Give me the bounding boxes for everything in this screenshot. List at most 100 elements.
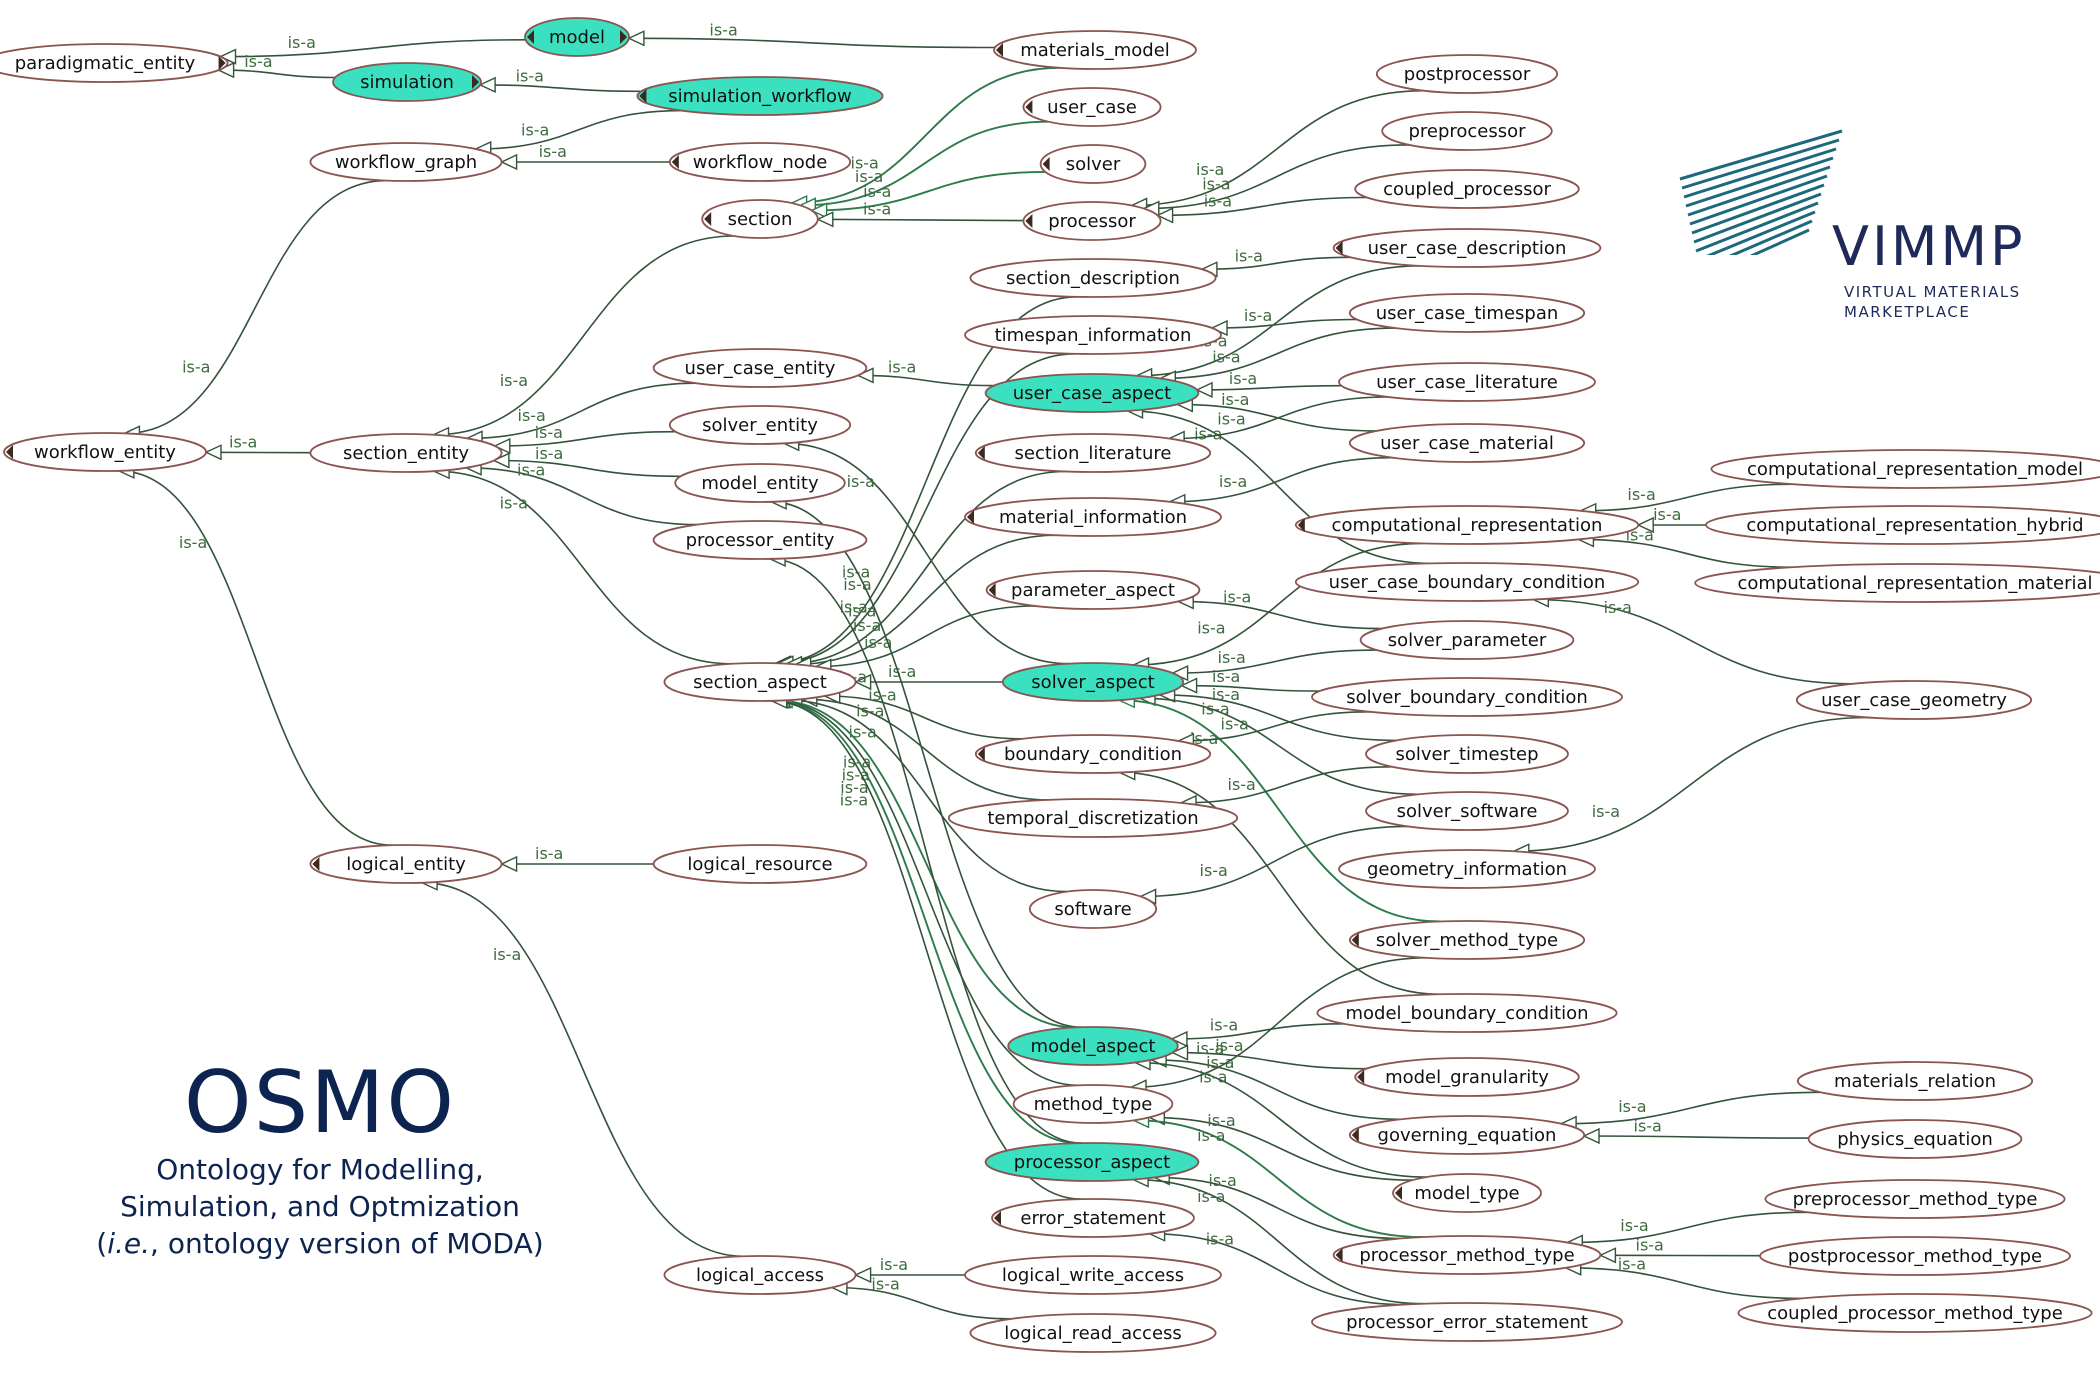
node-ellipse[interactable] bbox=[524, 17, 630, 57]
expand-left-icon[interactable] bbox=[1351, 933, 1359, 947]
node-geometry-information[interactable]: geometry_information bbox=[1338, 849, 1596, 889]
node-ellipse[interactable] bbox=[969, 258, 1217, 298]
node-simulation[interactable]: simulation bbox=[332, 62, 482, 102]
expand-left-icon[interactable] bbox=[527, 30, 534, 44]
node-ellipse[interactable] bbox=[1375, 54, 1559, 94]
node-computational-representation-material[interactable]: computational_representation_material bbox=[1694, 563, 2100, 603]
node-logical-entity[interactable]: logical_entity bbox=[309, 844, 503, 884]
node-ellipse[interactable] bbox=[1759, 1236, 2071, 1276]
node-preprocessor-method-type[interactable]: preprocessor_method_type bbox=[1764, 1179, 2066, 1219]
node-ellipse[interactable] bbox=[1294, 505, 1640, 545]
node-ellipse[interactable] bbox=[1354, 1057, 1580, 1097]
node-solver-entity[interactable]: solver_entity bbox=[668, 405, 852, 445]
node-user-case-description[interactable]: user_case_description bbox=[1332, 228, 1602, 268]
node-ellipse[interactable] bbox=[1764, 1179, 2066, 1219]
node-ellipse[interactable] bbox=[974, 734, 1212, 774]
node-model-boundary-condition[interactable]: model_boundary_condition bbox=[1316, 993, 1618, 1033]
node-model-entity[interactable]: model_entity bbox=[674, 463, 846, 503]
node-ellipse[interactable] bbox=[309, 142, 503, 182]
node-paradigmatic-entity[interactable]: paradigmatic_entity bbox=[0, 43, 229, 83]
node-solver[interactable]: solver bbox=[1039, 144, 1147, 184]
node-ellipse[interactable] bbox=[1359, 620, 1575, 660]
node-ellipse[interactable] bbox=[1338, 849, 1596, 889]
node-ellipse[interactable] bbox=[1007, 1026, 1179, 1066]
node-ellipse[interactable] bbox=[1012, 1084, 1174, 1124]
node-ellipse[interactable] bbox=[668, 405, 852, 445]
node-ellipse[interactable] bbox=[663, 662, 857, 702]
node-ellipse[interactable] bbox=[947, 798, 1239, 838]
node-ellipse[interactable] bbox=[985, 570, 1201, 610]
expand-left-icon[interactable] bbox=[1335, 1248, 1343, 1262]
node-processor-aspect[interactable]: processor_aspect bbox=[984, 1142, 1200, 1182]
node-coupled-processor[interactable]: coupled_processor bbox=[1354, 169, 1580, 209]
expand-left-icon[interactable] bbox=[639, 89, 647, 103]
node-ellipse[interactable] bbox=[1381, 111, 1553, 151]
node-ellipse[interactable] bbox=[1338, 362, 1596, 402]
node-ellipse[interactable] bbox=[332, 62, 482, 102]
node-ellipse[interactable] bbox=[674, 463, 846, 503]
node-ellipse[interactable] bbox=[1348, 423, 1586, 463]
node-ellipse[interactable] bbox=[1039, 144, 1147, 184]
node-postprocessor-method-type[interactable]: postprocessor_method_type bbox=[1759, 1236, 2071, 1276]
node-solver-method-type[interactable]: solver_method_type bbox=[1348, 920, 1586, 960]
node-logical-read-access[interactable]: logical_read_access bbox=[969, 1313, 1217, 1353]
node-ellipse[interactable] bbox=[1710, 449, 2100, 489]
node-model-aspect[interactable]: model_aspect bbox=[1007, 1026, 1179, 1066]
node-ellipse[interactable] bbox=[1022, 201, 1162, 241]
node-ellipse[interactable] bbox=[1022, 87, 1162, 127]
node-timespan-information[interactable]: timespan_information bbox=[964, 315, 1222, 355]
node-ellipse[interactable] bbox=[1796, 1061, 2034, 1101]
node-user-case-boundary-condition[interactable]: user_case_boundary_condition bbox=[1294, 562, 1640, 602]
node-material-information[interactable]: material_information bbox=[964, 497, 1222, 537]
node-ellipse[interactable] bbox=[663, 1255, 857, 1295]
node-ellipse[interactable] bbox=[1028, 889, 1158, 929]
expand-left-icon[interactable] bbox=[704, 212, 712, 226]
node-ellipse[interactable] bbox=[974, 433, 1212, 473]
node-boundary-condition[interactable]: boundary_condition bbox=[974, 734, 1212, 774]
node-ellipse[interactable] bbox=[1348, 293, 1586, 333]
node-user-case[interactable]: user_case bbox=[1022, 87, 1162, 127]
expand-right-icon[interactable] bbox=[218, 56, 226, 70]
node-section-literature[interactable]: section_literature bbox=[974, 433, 1212, 473]
node-processor[interactable]: processor bbox=[1022, 201, 1162, 241]
node-processor-method-type[interactable]: processor_method_type bbox=[1332, 1235, 1602, 1275]
node-solver-parameter[interactable]: solver_parameter bbox=[1359, 620, 1575, 660]
node-ellipse[interactable] bbox=[1737, 1293, 2093, 1333]
node-ellipse[interactable] bbox=[1311, 677, 1623, 717]
node-ellipse[interactable] bbox=[701, 199, 819, 239]
expand-left-icon[interactable] bbox=[996, 43, 1003, 57]
node-materials-model[interactable]: materials_model bbox=[993, 30, 1197, 70]
expand-left-icon[interactable] bbox=[1357, 1070, 1365, 1084]
node-ellipse[interactable] bbox=[1332, 1235, 1602, 1275]
node-ellipse[interactable] bbox=[1348, 920, 1586, 960]
node-ellipse[interactable] bbox=[1807, 1119, 2023, 1159]
node-ellipse[interactable] bbox=[964, 315, 1222, 355]
node-user-case-entity[interactable]: user_case_entity bbox=[652, 348, 868, 388]
expand-left-icon[interactable] bbox=[312, 857, 320, 871]
node-ellipse[interactable] bbox=[1348, 1115, 1586, 1155]
node-ellipse[interactable] bbox=[0, 43, 229, 83]
expand-left-icon[interactable] bbox=[977, 747, 985, 761]
expand-left-icon[interactable] bbox=[977, 446, 985, 460]
node-logical-resource[interactable]: logical_resource bbox=[652, 844, 868, 884]
node-preprocessor[interactable]: preprocessor bbox=[1381, 111, 1553, 151]
node-ellipse[interactable] bbox=[984, 1142, 1200, 1182]
node-ellipse[interactable] bbox=[1294, 562, 1640, 602]
node-ellipse[interactable] bbox=[3, 432, 207, 472]
node-section-entity[interactable]: section_entity bbox=[309, 433, 503, 473]
node-ellipse[interactable] bbox=[652, 844, 868, 884]
node-workflow-node[interactable]: workflow_node bbox=[668, 142, 852, 182]
node-computational-representation-model[interactable]: computational_representation_model bbox=[1710, 449, 2100, 489]
node-error-statement[interactable]: error_statement bbox=[991, 1198, 1195, 1238]
node-user-case-material[interactable]: user_case_material bbox=[1348, 423, 1586, 463]
expand-left-icon[interactable] bbox=[967, 510, 974, 524]
node-ellipse[interactable] bbox=[993, 30, 1197, 70]
node-model[interactable]: model bbox=[524, 17, 630, 57]
node-user-case-geometry[interactable]: user_case_geometry bbox=[1795, 680, 2033, 720]
node-ellipse[interactable] bbox=[1694, 563, 2100, 603]
node-governing-equation[interactable]: governing_equation bbox=[1348, 1115, 1586, 1155]
expand-left-icon[interactable] bbox=[994, 1211, 1001, 1225]
node-user-case-timespan[interactable]: user_case_timespan bbox=[1348, 293, 1586, 333]
expand-right-icon[interactable] bbox=[620, 30, 627, 44]
node-ellipse[interactable] bbox=[309, 844, 503, 884]
